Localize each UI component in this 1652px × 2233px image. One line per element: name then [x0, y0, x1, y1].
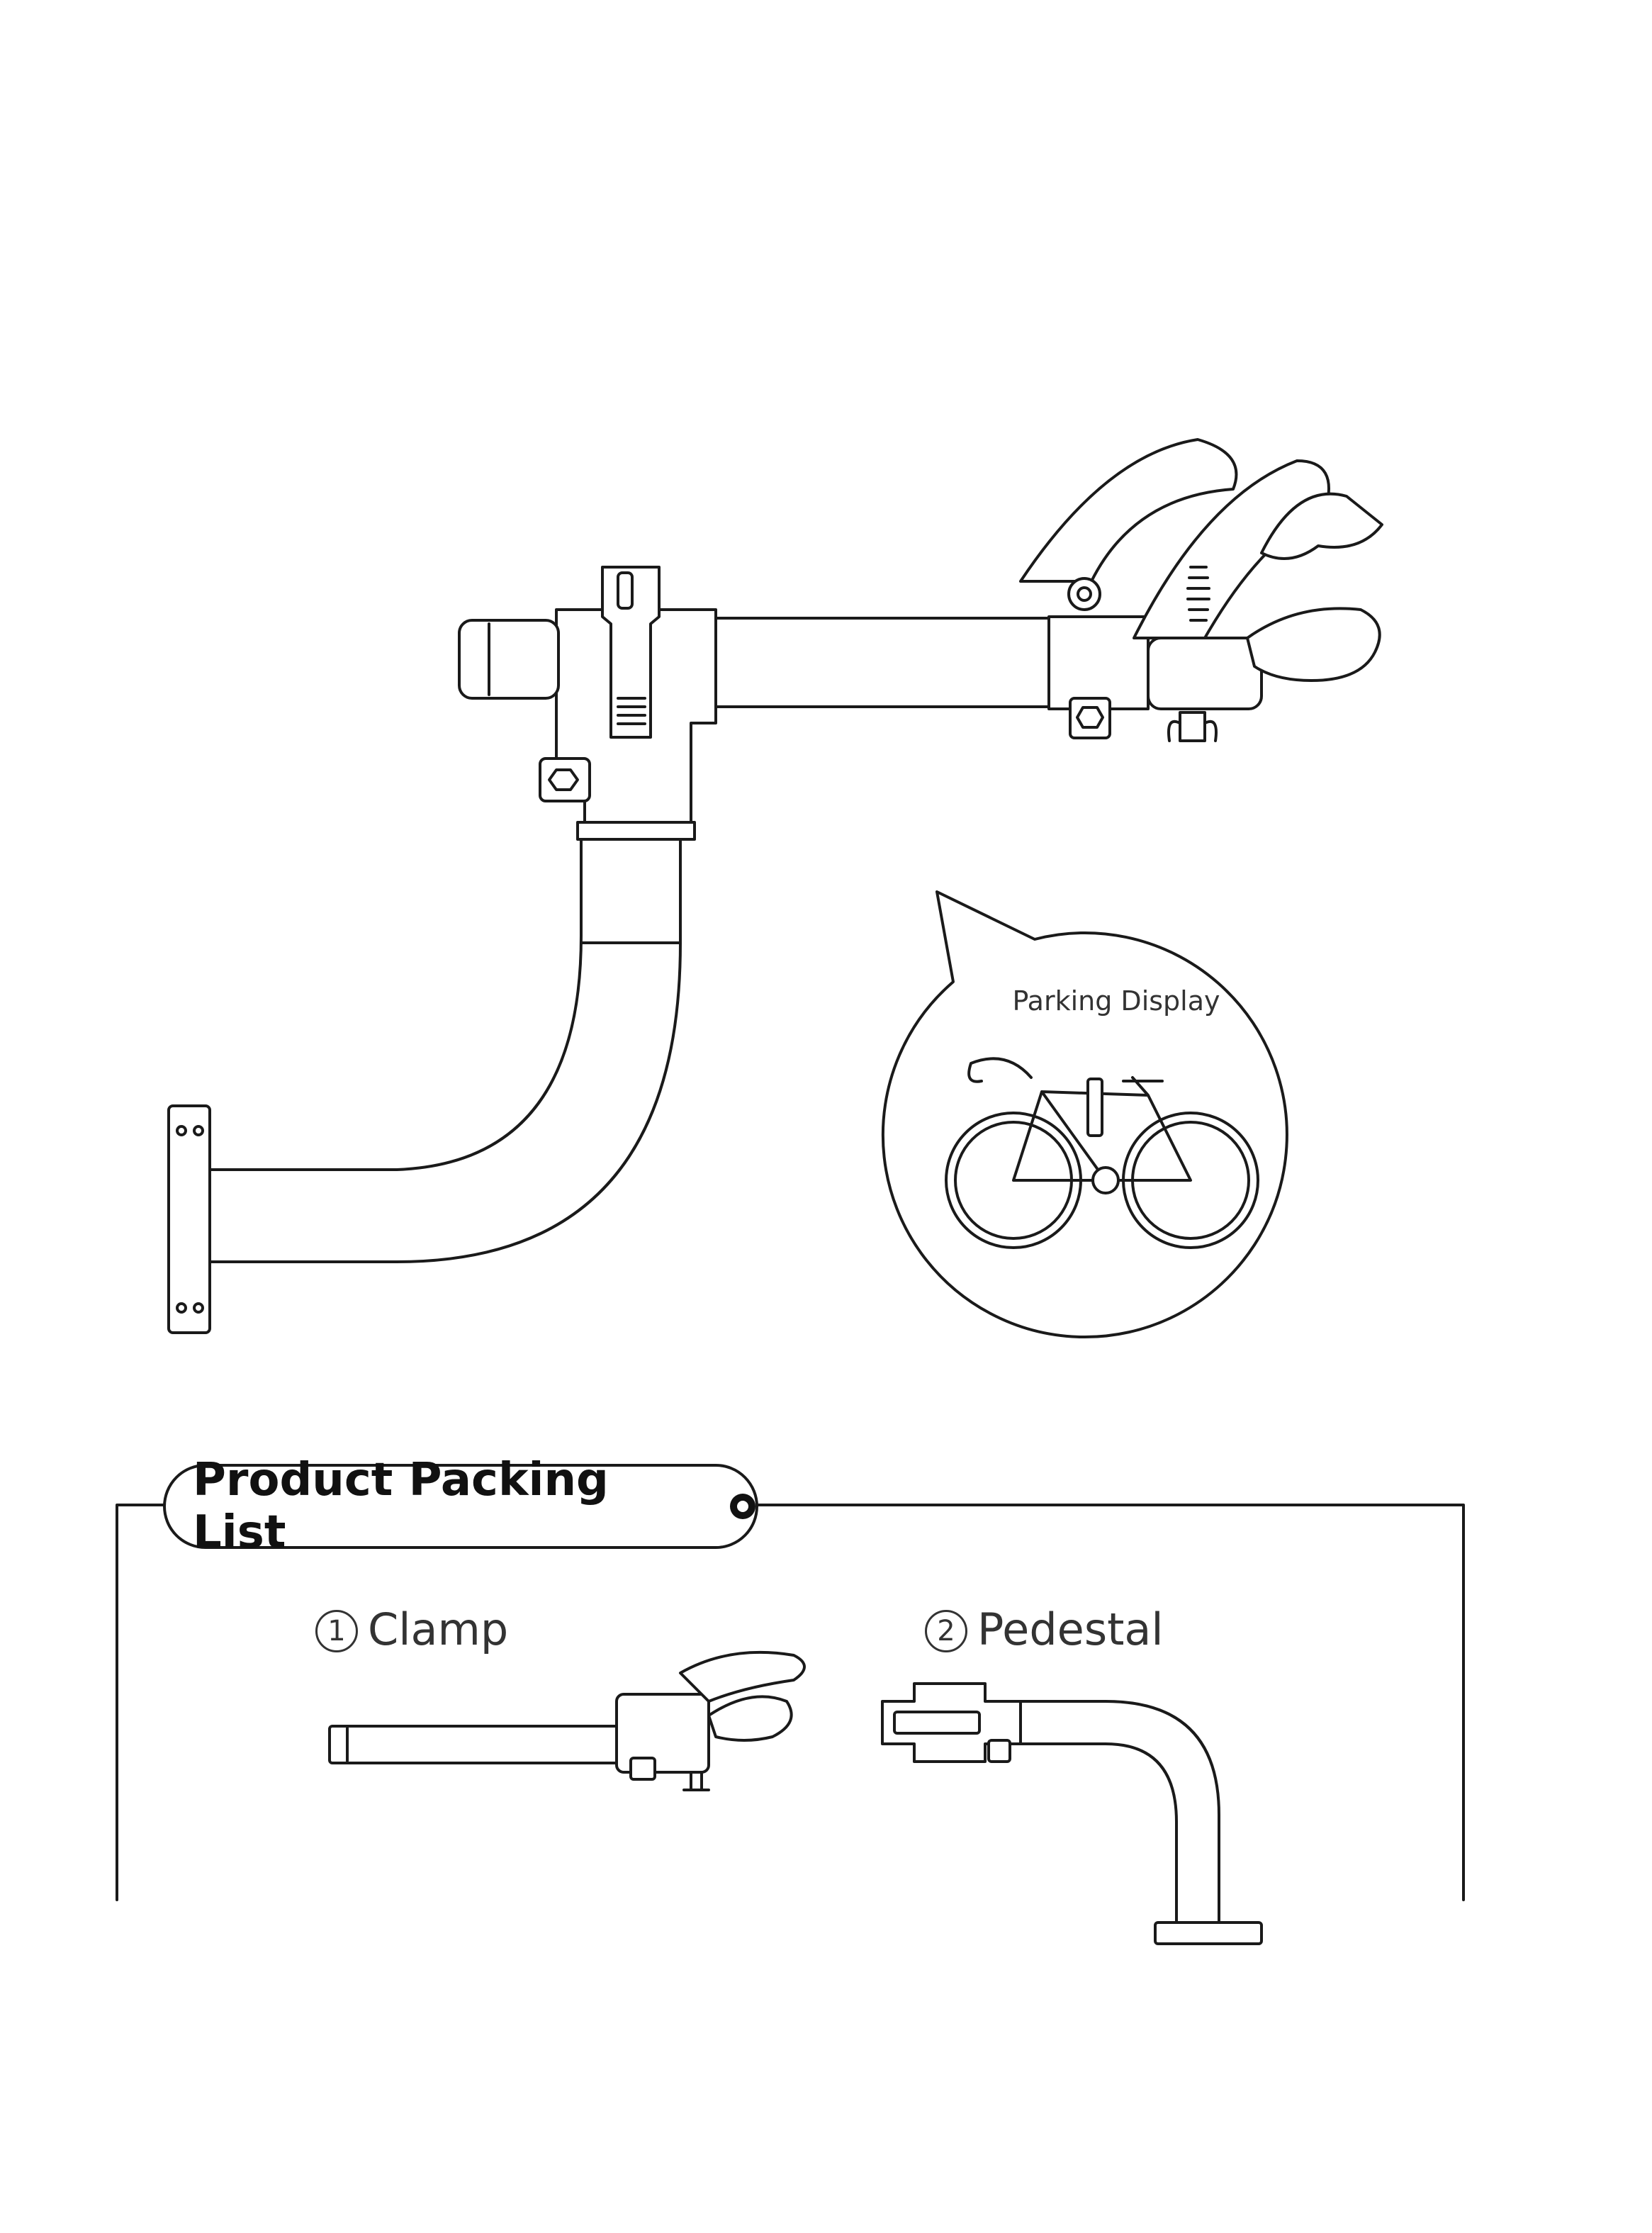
packing-list-title: Product Packing List: [193, 1454, 609, 1559]
item-number-badge: 2: [925, 1610, 967, 1652]
item-label-pedestal: Pedestal: [977, 1604, 1164, 1655]
arm-stub: [458, 619, 560, 700]
packing-list-header: Product Packing List: [163, 1454, 758, 1559]
clamp-housing: [1047, 615, 1150, 710]
parking-display-label: Parking Display: [1012, 985, 1220, 1017]
cam-lever: [601, 566, 661, 739]
wall-mount-assembly: [167, 438, 1383, 1334]
item-number-badge: 1: [315, 1610, 358, 1652]
pedestal-item-drawing: [881, 1682, 1263, 1945]
target-icon: [730, 1494, 755, 1519]
lock-knob: [539, 757, 591, 802]
packing-list-frame: [116, 1504, 1465, 1901]
clamp-item-drawing: [328, 1650, 806, 1791]
bicycle-icon: [945, 1057, 1259, 1249]
wall-plate: [167, 1104, 211, 1334]
parking-display-callout: [881, 890, 1288, 1339]
horizontal-arm: [714, 617, 1061, 708]
pedestal-tube: [208, 828, 682, 1263]
item-label-clamp: Clamp: [368, 1604, 509, 1655]
clamp-jaws: [1019, 438, 1383, 682]
